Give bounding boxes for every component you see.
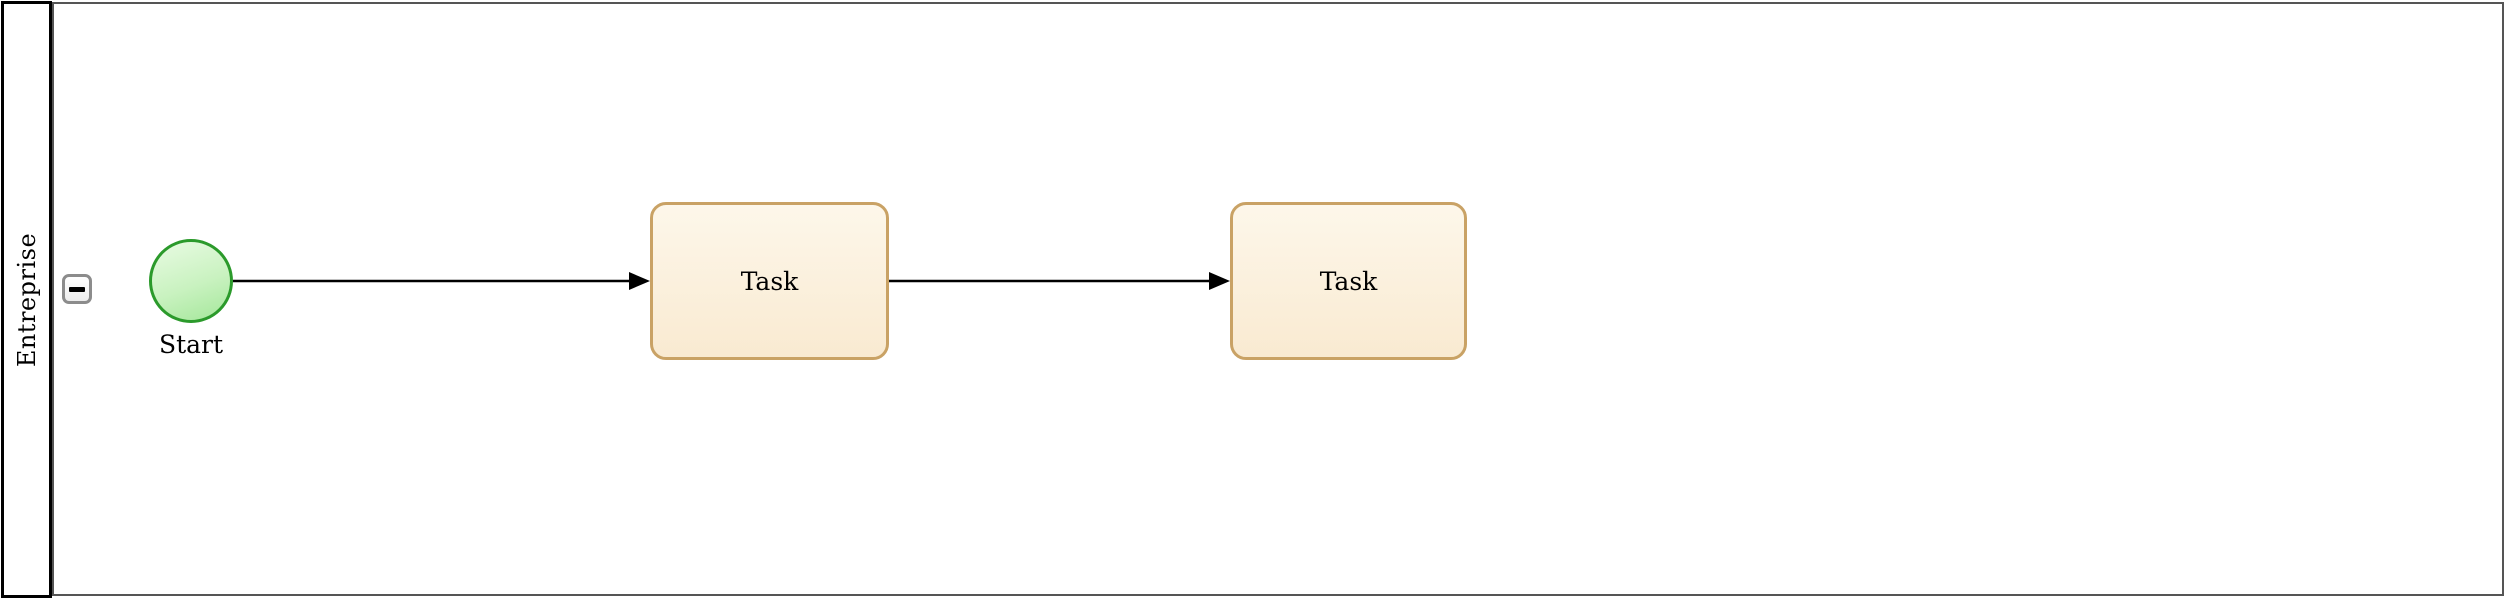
task-1-label: Task — [740, 266, 799, 296]
pool-label: Entreprise — [12, 232, 41, 367]
task-node-1[interactable]: Task — [650, 202, 889, 360]
start-event-node[interactable] — [149, 239, 233, 323]
task-2-label: Task — [1319, 266, 1378, 296]
task-node-2[interactable]: Task — [1230, 202, 1467, 360]
start-event-label: Start — [158, 330, 224, 359]
minus-icon — [69, 286, 85, 292]
pool-collapse-button[interactable] — [62, 274, 92, 304]
pool-header-entreprise[interactable]: Entreprise — [1, 1, 52, 598]
